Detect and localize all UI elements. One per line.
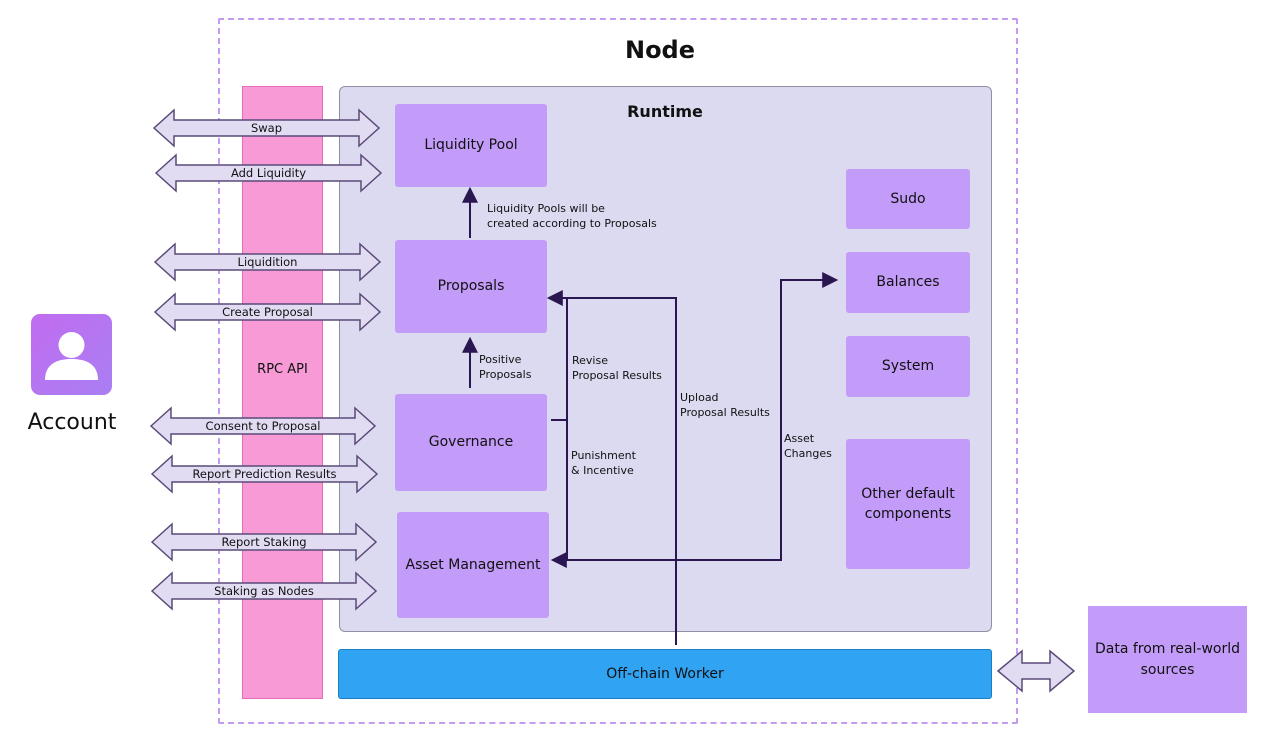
- rpc-call-swap[interactable]: Swap: [250, 121, 283, 135]
- runtime-title: Runtime: [627, 102, 703, 121]
- double-arrow-swap: [152, 108, 381, 148]
- module-proposals[interactable]: Proposals: [395, 240, 547, 333]
- rpc-call-report-staking[interactable]: Report Staking: [221, 535, 307, 549]
- arrow-asset-changes-to-balances: [567, 272, 839, 561]
- account-label: Account: [27, 410, 117, 435]
- rpc-call-report-prediction-results[interactable]: Report Prediction Results: [192, 467, 337, 481]
- double-arrow-consent-to-proposal: [149, 406, 377, 446]
- rpc-call-create-proposal[interactable]: Create Proposal: [222, 305, 313, 319]
- note-revise-proposal-results: Revise Proposal Results: [572, 354, 662, 383]
- rpc-call-consent-to-proposal[interactable]: Consent to Proposal: [205, 419, 321, 433]
- account-user-icon[interactable]: [31, 314, 112, 395]
- rpc-api-label: RPC API: [257, 362, 308, 377]
- double-arrow-offchain-external: [996, 649, 1076, 693]
- rpc-call-add-liquidity[interactable]: Add Liquidity: [230, 166, 307, 180]
- module-liquidity-pool[interactable]: Liquidity Pool: [395, 104, 547, 187]
- double-arrow-report-prediction-results: [150, 454, 379, 494]
- component-other-default[interactable]: Other default components: [846, 439, 970, 569]
- component-system[interactable]: System: [846, 336, 970, 397]
- double-arrow-liquidition: [153, 242, 382, 282]
- node-container: [218, 18, 1018, 724]
- component-balances[interactable]: Balances: [846, 252, 970, 313]
- component-sudo[interactable]: Sudo: [846, 169, 970, 229]
- rpc-call-staking-as-nodes[interactable]: Staking as Nodes: [214, 584, 314, 598]
- note-liquidity-pools-created: Liquidity Pools will be created accordin…: [487, 202, 657, 231]
- note-upload-proposal-results: Upload Proposal Results: [680, 391, 770, 420]
- double-arrow-create-proposal: [153, 292, 382, 332]
- rpc-call-liquidition[interactable]: Liquidition: [237, 255, 298, 269]
- module-asset-management[interactable]: Asset Management: [397, 512, 549, 618]
- module-governance[interactable]: Governance: [395, 394, 547, 491]
- arrow-upload-proposal-results: [546, 290, 677, 645]
- external-data-source[interactable]: Data from real-world sources: [1088, 606, 1247, 713]
- offchain-worker[interactable]: Off-chain Worker: [338, 649, 992, 699]
- node-title: Node: [624, 36, 696, 64]
- note-asset-changes: Asset Changes: [784, 432, 832, 461]
- double-arrow-report-staking: [150, 522, 378, 562]
- double-arrow-staking-as-nodes: [150, 571, 378, 611]
- note-positive-proposals: Positive Proposals: [479, 353, 532, 382]
- double-arrow-add-liquidity: [154, 153, 383, 193]
- note-punishment-incentive: Punishment & Incentive: [571, 449, 636, 478]
